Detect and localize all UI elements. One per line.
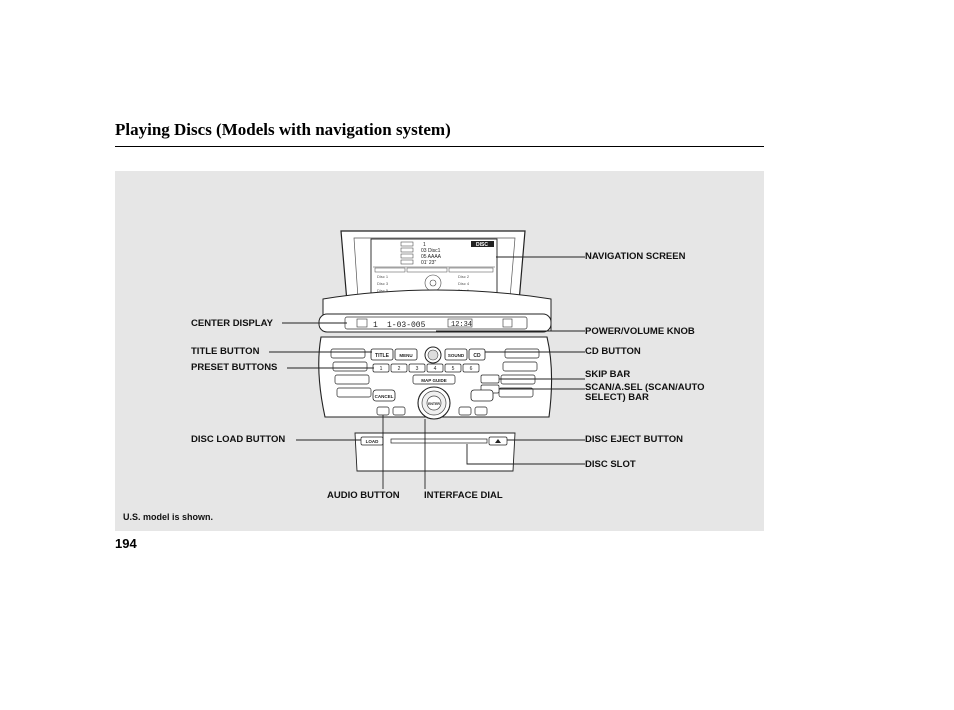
screen-disc-item: Disc 4 <box>458 281 470 286</box>
enter-label: ENTER <box>428 402 440 406</box>
eject-icon <box>495 439 501 443</box>
callout-interface-dial: INTERFACE DIAL <box>424 490 503 501</box>
right-button[interactable] <box>504 348 540 359</box>
sound-button[interactable] <box>444 348 468 361</box>
cd-button-label: CD <box>473 353 481 359</box>
preset-label: 5 <box>452 366 455 372</box>
figure-panel: DISC 1 03 Disc1 05 AAAA 01' 23" Disc 1 D… <box>115 171 764 531</box>
preset-label: 3 <box>416 366 419 372</box>
preset-button-2[interactable] <box>390 363 408 373</box>
center-display-clock: 12:34 <box>451 321 472 329</box>
page-number: 194 <box>115 536 137 551</box>
load-button-label: LOAD <box>366 439 379 444</box>
screen-disc-badge: DISC <box>476 242 488 248</box>
screen-line-4: 01' 23" <box>421 260 436 266</box>
center-display-clock-frame <box>447 318 473 328</box>
screen-line-1: 1 <box>423 242 426 248</box>
info-button[interactable] <box>392 406 406 416</box>
preset-label: 4 <box>434 366 437 372</box>
disc-slot[interactable] <box>390 438 488 444</box>
left-button[interactable] <box>336 387 372 398</box>
callout-disc-slot: DISC SLOT <box>585 459 636 470</box>
screen-tab <box>448 267 494 273</box>
audio-button[interactable] <box>376 406 390 416</box>
map-guide-button[interactable] <box>412 374 456 385</box>
climate-icon <box>502 318 513 328</box>
menu-button-label: MENU <box>399 353 412 358</box>
screen-joystick-center-icon <box>429 279 437 287</box>
title-button[interactable] <box>370 348 394 361</box>
leader-disc-slot <box>466 444 585 465</box>
cancel-button-label: CANCEL <box>375 394 394 399</box>
callout-disc-load-button: DISC LOAD BUTTON <box>191 434 286 445</box>
leader-lines <box>269 256 585 489</box>
right-button[interactable] <box>500 374 536 385</box>
preset-button-3[interactable] <box>408 363 426 373</box>
left-button[interactable] <box>332 361 368 372</box>
cancel-button[interactable] <box>372 389 396 402</box>
preset-label: 2 <box>398 366 401 372</box>
preset-button-6[interactable] <box>462 363 480 373</box>
screen-tab <box>374 267 406 273</box>
preset-button-5[interactable] <box>444 363 462 373</box>
cd-button[interactable] <box>468 348 486 361</box>
screen-icon <box>400 259 414 265</box>
callout-scan-bar: SCAN/A.SEL (SCAN/AUTO SELECT) BAR <box>585 382 705 403</box>
preset-label: 6 <box>470 366 473 372</box>
callout-cd-button: CD BUTTON <box>585 346 641 357</box>
preset-button-4[interactable] <box>426 363 444 373</box>
disc-badge-bg <box>471 241 494 247</box>
right-button[interactable] <box>502 361 538 372</box>
screen-disc-item: Disc 3 <box>377 281 389 286</box>
left-button[interactable] <box>334 374 370 385</box>
screen-line-2: 03 Disc1 <box>421 248 441 254</box>
lower-right-button[interactable] <box>458 406 472 416</box>
callout-disc-eject-button: DISC EJECT BUTTON <box>585 434 684 445</box>
screen-icon <box>400 241 414 247</box>
screen-tab <box>406 267 448 273</box>
screen-disc-item: Disc 2 <box>458 274 470 279</box>
screen-icon <box>400 253 414 259</box>
left-button[interactable] <box>330 348 366 359</box>
audio-unit-illustration: DISC 1 03 Disc1 05 AAAA 01' 23" Disc 1 D… <box>269 230 585 489</box>
callout-center-display: CENTER DISPLAY <box>191 318 273 329</box>
callout-navigation-screen: NAVIGATION SCREEN <box>585 251 686 262</box>
callout-skip-bar: SKIP BAR <box>585 369 631 380</box>
preset-label: 1 <box>380 366 383 372</box>
disc-icon <box>356 318 368 328</box>
screen-disc-item: Disc 5 <box>377 288 389 293</box>
page-title: Playing Discs (Models with navigation sy… <box>115 120 451 139</box>
navigation-screen <box>370 238 498 300</box>
screen-icon <box>400 247 414 253</box>
center-display-disc: 1 <box>373 321 378 330</box>
menu-button[interactable] <box>394 348 418 361</box>
skip-bar[interactable] <box>480 374 500 384</box>
screen-line-3: 05 AAAA <box>421 254 442 260</box>
nav-button[interactable] <box>470 389 494 402</box>
title-button-label: TITLE <box>375 353 390 359</box>
sound-button-label: SOUND <box>448 353 465 358</box>
screen-disc-item: Disc 1 <box>377 274 389 279</box>
callout-power-volume-knob: POWER/VOLUME KNOB <box>585 326 695 337</box>
lower-right-button[interactable] <box>474 406 488 416</box>
model-note: U.S. model is shown. <box>123 512 214 522</box>
callout-audio-button: AUDIO BUTTON <box>327 490 400 501</box>
title-rule <box>115 146 764 147</box>
interface-dial-center[interactable] <box>426 395 442 411</box>
map-guide-label: MAP GUIDE <box>421 378 446 383</box>
callout-preset-buttons: PRESET BUTTONS <box>191 362 278 373</box>
callout-title-button: TITLE BUTTON <box>191 346 260 357</box>
power-volume-knob-center[interactable] <box>427 349 439 361</box>
center-display-track: 1-03-005 <box>387 321 426 330</box>
